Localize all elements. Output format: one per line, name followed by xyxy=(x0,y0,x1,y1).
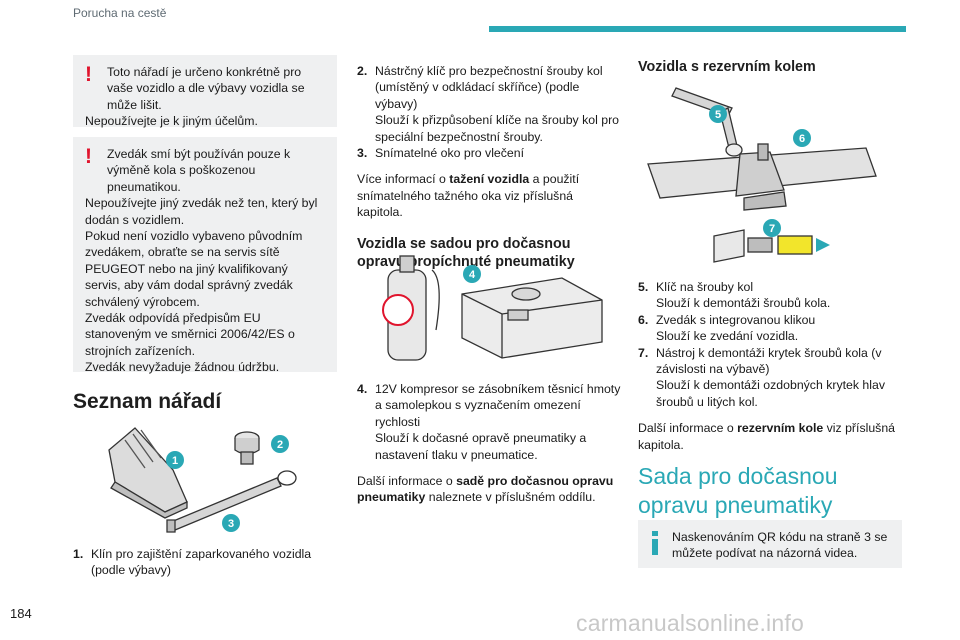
item-line: Zvedák s integrovanou klikou xyxy=(656,312,816,327)
item-number: 4. xyxy=(357,382,368,396)
svg-text:4: 4 xyxy=(469,269,476,281)
item-line: Slouží k dočasné opravě pneumatiky a nas… xyxy=(375,431,587,462)
svg-text:5: 5 xyxy=(715,109,721,121)
item-line: Snímatelné oko pro vlečení xyxy=(375,146,525,161)
badge-5: 5 xyxy=(709,105,727,123)
towing-eye-image xyxy=(166,470,297,533)
tool-item-5: 5. Klíč na šrouby kol Slouží k demontáži… xyxy=(638,279,904,312)
svg-text:7: 7 xyxy=(769,223,775,235)
item-line: Slouží k demontáži šroubů kola. xyxy=(656,296,831,311)
warning-note-jack: ! Zvedák smí být používán pouze k výměně… xyxy=(73,137,337,375)
badge-6: 6 xyxy=(793,129,811,147)
svg-text:1: 1 xyxy=(172,455,178,467)
sealant-bottle-image xyxy=(382,255,440,361)
badge-7: 7 xyxy=(763,219,781,237)
svg-text:3: 3 xyxy=(228,518,234,530)
jack-image xyxy=(647,143,877,211)
warning-note-line: Pokud není vozidlo vybaveno původním zve… xyxy=(85,229,303,309)
wheel-chock-image xyxy=(108,427,188,519)
watermark: carmanualsonline.info xyxy=(576,610,804,636)
tool-item-7: 7. Nástroj k demontáži krytek šroubů kol… xyxy=(638,345,904,411)
repair-kit-heading: Sada pro dočasnou opravu pneumatiky xyxy=(638,463,838,518)
tools-illustration: 1 2 3 xyxy=(108,427,297,533)
warning-note-line: Zvedák nevyžaduje žádnou údržbu. xyxy=(85,360,280,375)
badge-3: 3 xyxy=(222,514,240,532)
spare-wheel-tools-illustration: 5 6 7 xyxy=(647,87,877,263)
lock-socket-image xyxy=(234,431,260,465)
item-line: Klíč na šrouby kol xyxy=(656,280,754,294)
page-number: 184 xyxy=(10,606,32,621)
warning-note-line: Nepoužívejte je k jiným účelům. xyxy=(85,114,258,129)
section-title: Porucha na cestě xyxy=(73,6,167,20)
warning-note-first: Zvedák smí být používán pouze k výměně k… xyxy=(107,147,291,194)
warning-note-line: Nepoužívejte jiný zvedák než ten, který … xyxy=(85,196,318,227)
spare-wheel-info: Další informace o rezervním kole viz pří… xyxy=(638,421,895,452)
kit-info: Další informace o sadě pro dočasnou opra… xyxy=(357,474,614,505)
tool-item-6: 6. Zvedák s integrovanou klikou Slouží k… xyxy=(638,312,904,345)
item-line: Slouží ke zvedání vozidla. xyxy=(656,329,799,344)
header-accent-bar xyxy=(489,26,906,32)
badge-4: 4 xyxy=(463,265,481,283)
right-column: 5. Klíč na šrouby kol Slouží k demontáži… xyxy=(638,279,904,453)
warning-note-line: Zvedák odpovídá předpisům EU stanoveným … xyxy=(85,311,295,358)
cap-remover-image xyxy=(713,229,830,263)
item-number: 2. xyxy=(357,64,368,78)
item-text: Klín pro zajištění zaparkovaného vozidla… xyxy=(91,547,312,578)
middle-column-lower: 4. 12V kompresor se zásobníkem těsnicí h… xyxy=(357,381,621,506)
warning-icon: ! xyxy=(85,63,92,86)
badge-1: 1 xyxy=(166,451,184,469)
item-line: Nástroj k demontáži krytek šroubů kola (… xyxy=(656,345,882,377)
wheel-wrench-image xyxy=(671,87,743,157)
info-note: Naskenováním QR kódu na straně 3 se může… xyxy=(638,520,902,568)
compressor-box-image xyxy=(461,277,603,359)
tool-item-4: 4. 12V kompresor se zásobníkem těsnicí h… xyxy=(357,381,621,463)
tool-item-3: 3. Snímatelné oko pro vlečení xyxy=(357,145,621,161)
middle-column: 2. Nástrčný klíč pro bezpečnostní šrouby… xyxy=(357,63,621,271)
item-line: Nástrčný klíč pro bezpečnostní šrouby ko… xyxy=(375,64,603,111)
towing-info: Více informací o tažení vozidla a použit… xyxy=(357,172,580,220)
compressor-illustration: 4 xyxy=(382,255,603,361)
item-line: Slouží k demontáži ozdobných krytek hlav… xyxy=(656,378,885,409)
info-icon xyxy=(652,531,658,555)
item-number: 1. xyxy=(73,547,84,561)
item-line: 12V kompresor se zásobníkem těsnicí hmot… xyxy=(375,382,621,429)
svg-text:6: 6 xyxy=(799,133,805,145)
spare-wheel-heading: Vozidla s rezervním kolem xyxy=(638,59,816,75)
badge-2: 2 xyxy=(271,435,289,453)
item-number: 7. xyxy=(638,345,649,360)
tool-item-2: 2. Nástrčný klíč pro bezpečnostní šrouby… xyxy=(357,63,621,145)
tool-item-1: 1. Klín pro zajištění zaparkovaného vozid… xyxy=(73,546,337,579)
item-number: 3. xyxy=(357,146,368,161)
item-line: Slouží k přizpůsobení klíče na šrouby ko… xyxy=(375,113,620,144)
svg-text:2: 2 xyxy=(277,439,283,451)
warning-note-first: Toto nářadí je určeno konkrétně pro vaše… xyxy=(107,65,305,112)
info-note-text: Naskenováním QR kódu na straně 3 se může… xyxy=(672,530,888,561)
tools-heading: Seznam nářadí xyxy=(73,390,222,413)
warning-icon: ! xyxy=(85,145,92,168)
item-number: 5. xyxy=(638,280,649,294)
warning-note-tools: ! Toto nářadí je určeno konkrétně pro va… xyxy=(73,55,337,129)
item-number: 6. xyxy=(638,312,649,327)
